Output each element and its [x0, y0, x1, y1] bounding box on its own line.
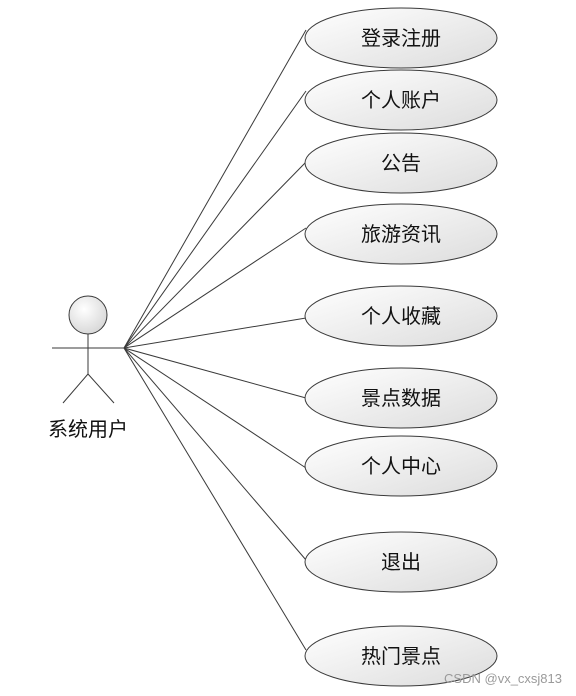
association-line	[123, 227, 307, 349]
use-case-label: 旅游资讯	[361, 222, 441, 246]
watermark: CSDN @vx_cxsj813	[444, 671, 562, 686]
actor-right-leg	[87, 373, 115, 404]
use-case-ellipse	[304, 132, 498, 194]
use-case-ellipse	[304, 69, 498, 131]
association-line	[123, 161, 307, 349]
actor-head	[68, 295, 108, 335]
use-case: 热门景点	[304, 625, 498, 687]
association-line	[123, 347, 307, 469]
association-lines	[123, 29, 307, 651]
use-case-ellipse	[304, 7, 498, 69]
association-line	[123, 317, 307, 349]
use-case-label: 公告	[381, 151, 421, 175]
association-line	[123, 347, 307, 561]
use-case-ellipse	[304, 285, 498, 347]
use-case: 退出	[304, 531, 498, 593]
use-case: 登录注册	[304, 7, 498, 69]
association-line	[123, 90, 307, 349]
actor-left-leg	[62, 373, 89, 404]
use-case: 个人中心	[304, 435, 498, 497]
use-case-ellipse	[304, 531, 498, 593]
use-case-label: 个人收藏	[361, 304, 441, 328]
association-line	[123, 347, 307, 651]
use-case-label: 退出	[381, 550, 421, 574]
actor-label: 系统用户	[48, 417, 128, 441]
use-case-label: 景点数据	[361, 386, 441, 410]
use-case-ellipse	[304, 367, 498, 429]
use-case: 个人账户	[304, 69, 498, 131]
use-case-ellipse	[304, 435, 498, 497]
use-case: 公告	[304, 132, 498, 194]
association-line	[123, 29, 307, 349]
actor: 系统用户	[48, 295, 128, 441]
use-case: 景点数据	[304, 367, 498, 429]
use-case-ellipse	[304, 625, 498, 687]
use-case-label: 登录注册	[361, 26, 441, 50]
use-case-label: 个人账户	[361, 88, 441, 112]
use-case: 旅游资讯	[304, 203, 498, 265]
association-line	[123, 347, 307, 399]
use-case-label: 个人中心	[361, 454, 441, 478]
use-case-label: 热门景点	[361, 644, 441, 668]
use-case-ellipse	[304, 203, 498, 265]
use-case: 个人收藏	[304, 285, 498, 347]
